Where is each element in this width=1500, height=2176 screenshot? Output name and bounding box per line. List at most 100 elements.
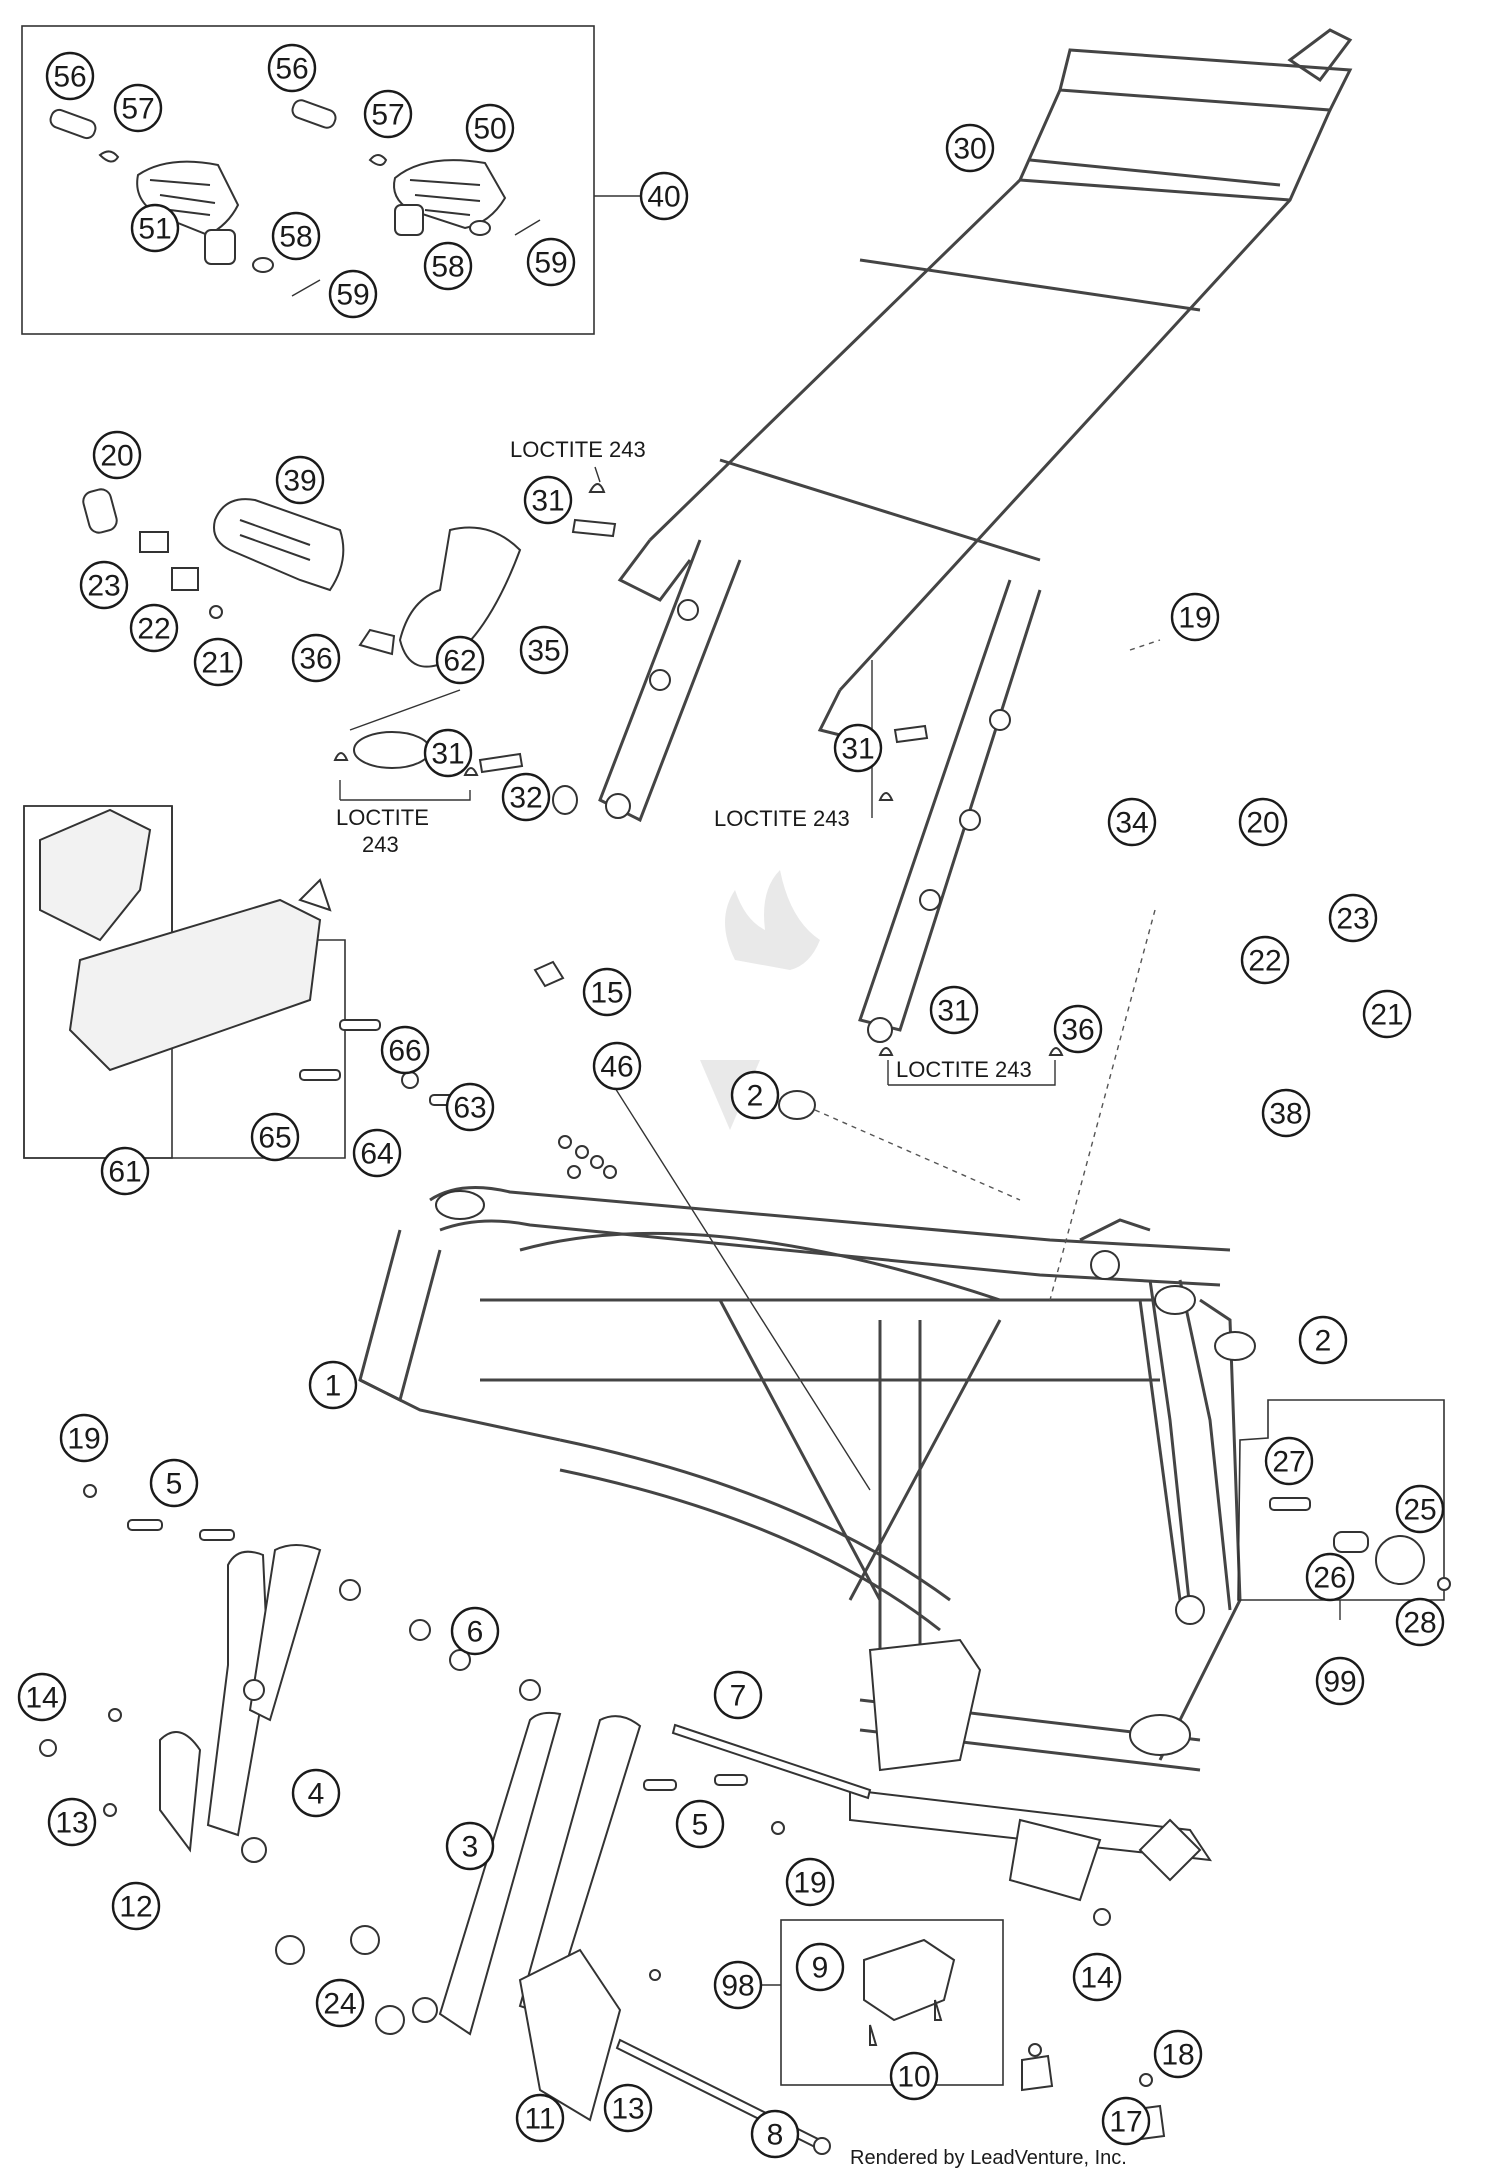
callout-19: 19 (59, 1413, 109, 1463)
callout-circle (526, 237, 576, 287)
callout-label: 64 (360, 1138, 393, 1171)
callout-56: 56 (267, 43, 317, 93)
callout-38: 38 (1261, 1088, 1311, 1138)
callout-46: 46 (592, 1041, 642, 1091)
callout-99: 99 (1315, 1656, 1365, 1706)
callout-31: 31 (423, 728, 473, 778)
callout-label: 11 (524, 2103, 555, 2136)
callout-circle (1153, 2029, 1203, 2079)
callout-circle (515, 2093, 565, 2143)
callout-label: 32 (509, 782, 542, 815)
callout-59: 59 (328, 269, 378, 319)
callout-circle (675, 1799, 725, 1849)
callout-circle (445, 1082, 495, 1132)
callout-64: 64 (352, 1128, 402, 1178)
callout-51: 51 (130, 203, 180, 253)
callout-label: 9 (812, 1952, 829, 1985)
callout-24: 24 (315, 1978, 365, 2028)
callout-1: 1 (308, 1360, 358, 1410)
callout-label: 99 (1323, 1666, 1356, 1699)
callout-label: 13 (611, 2093, 644, 2126)
callout-20: 20 (92, 430, 142, 480)
callout-label: 31 (531, 485, 564, 518)
callout-circle (423, 728, 473, 778)
callout-circle (113, 83, 163, 133)
callout-32: 32 (501, 772, 551, 822)
callout-label: 22 (137, 613, 170, 646)
callout-5: 5 (675, 1799, 725, 1849)
callout-39: 39 (275, 455, 325, 505)
callout-circle (92, 430, 142, 480)
loctite-group-mid-left: LOCTITE 243 (333, 752, 578, 857)
callout-circle (17, 1672, 67, 1722)
callout-circle (730, 1070, 780, 1120)
callout-label: 7 (730, 1680, 747, 1713)
callout-62: 62 (435, 635, 485, 685)
callout-label: 13 (55, 1807, 88, 1840)
callout-20: 20 (1238, 797, 1288, 847)
callout-14: 14 (17, 1672, 67, 1722)
main-frame-drawing (358, 1186, 1242, 1902)
callout-40: 40 (639, 171, 689, 221)
callout-label: 66 (388, 1035, 421, 1068)
callout-circle (523, 475, 573, 525)
callout-label: 15 (590, 977, 623, 1010)
callout-14: 14 (1072, 1952, 1122, 2002)
engine-mount-left-drawing (159, 1544, 322, 1863)
callout-label: 25 (1403, 1494, 1436, 1527)
callout-label: 4 (308, 1778, 325, 1811)
callout-26: 26 (1305, 1552, 1355, 1602)
callout-13: 13 (603, 2083, 653, 2133)
callout-15: 15 (582, 967, 632, 1017)
callout-circle (1101, 2096, 1151, 2146)
callout-36: 36 (291, 633, 341, 683)
callout-circle (1305, 1552, 1355, 1602)
engine-mount-right-drawing (412, 1711, 642, 2122)
callout-57: 57 (113, 83, 163, 133)
callout-31: 31 (523, 475, 573, 525)
chain-roller-kit-box (1237, 1399, 1451, 1620)
callout-label: 38 (1269, 1098, 1302, 1131)
callout-circle (603, 2083, 653, 2133)
callout-circle (59, 1413, 109, 1463)
callout-label: 19 (793, 1867, 826, 1900)
callout-label: 1 (325, 1370, 342, 1403)
callout-28: 28 (1395, 1597, 1445, 1647)
callout-25: 25 (1395, 1484, 1445, 1534)
callout-circle (1053, 1004, 1103, 1054)
callout-circle (833, 723, 883, 773)
bushings-drawing (39, 1484, 1111, 2111)
footpeg-kit-box (21, 25, 595, 335)
callout-circle (795, 1942, 845, 1992)
callout-label: 8 (767, 2119, 784, 2152)
callout-circle (193, 637, 243, 687)
callout-65: 65 (250, 1112, 300, 1162)
passenger-footrest-left-drawing (82, 488, 522, 668)
callout-label: 3 (462, 1831, 479, 1864)
callout-circle (1315, 1656, 1365, 1706)
callout-circle (639, 171, 689, 221)
callout-circle (1362, 989, 1412, 1039)
callout-label: 50 (473, 113, 506, 146)
callout-label: 59 (534, 247, 567, 280)
callout-66: 66 (380, 1025, 430, 1075)
callout-circle (130, 203, 180, 253)
callout-circle (1395, 1597, 1445, 1647)
callout-9: 9 (795, 1942, 845, 1992)
callout-label: 21 (1370, 999, 1403, 1032)
callout-label: 27 (1272, 1446, 1305, 1479)
callout-circle (929, 985, 979, 1035)
callout-circle (582, 967, 632, 1017)
callout-label: 34 (1115, 807, 1148, 840)
credit-text: Rendered by LeadVenture, Inc. (850, 2147, 1127, 2169)
callout-label: 36 (299, 643, 332, 676)
callout-label: 5 (166, 1468, 183, 1501)
callout-label: 20 (100, 440, 133, 473)
cable-tie-drawing (349, 689, 461, 769)
callout-31: 31 (833, 723, 883, 773)
callout-label: 23 (87, 570, 120, 603)
callout-circle (1298, 1315, 1348, 1365)
loctite-group-mid-right: LOCTITE 243 (714, 660, 929, 831)
